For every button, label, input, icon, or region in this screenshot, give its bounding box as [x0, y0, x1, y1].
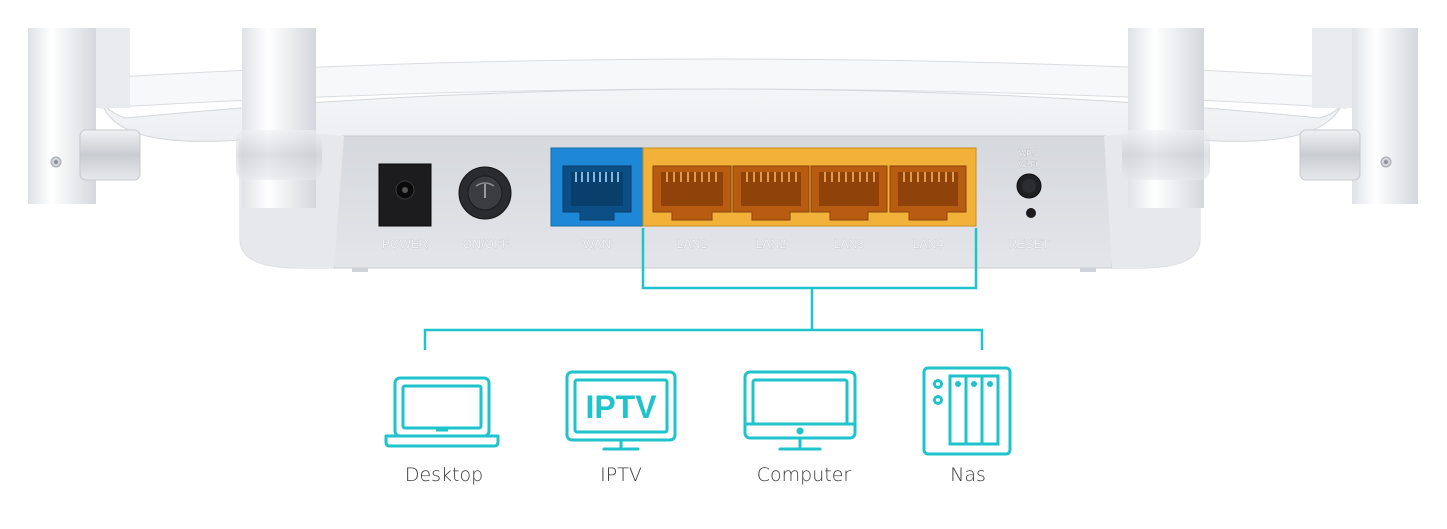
wifi-label: Wi-Fi — [1019, 160, 1038, 169]
reset-button — [1026, 208, 1036, 218]
device-label-desktop: Desktop — [404, 464, 484, 486]
antenna-right-outer — [1299, 28, 1418, 204]
iptv-screen-text: IPTV — [585, 389, 657, 425]
connector-lines — [423, 228, 984, 350]
power-label: POWER — [382, 237, 428, 251]
lan4-label: LAN4 — [913, 237, 944, 251]
wps-label: WPS — [1019, 149, 1037, 158]
lan-port-1 — [652, 165, 732, 221]
lan-port-2 — [732, 165, 810, 221]
device-label-computer: Computer — [756, 464, 852, 486]
wan-label: WAN — [583, 237, 611, 251]
device-label-nas: Nas — [950, 464, 986, 486]
antenna-left-outer — [28, 28, 141, 204]
on-off-label: ON/OFF — [463, 237, 510, 251]
lan3-label: LAN3 — [834, 237, 865, 251]
lan-port-4 — [889, 165, 967, 221]
lan2-label: LAN2 — [756, 237, 787, 251]
laptop-icon — [384, 376, 500, 448]
power-switch — [458, 166, 512, 220]
power-jack — [378, 163, 432, 227]
iptv-icon: IPTV — [565, 370, 677, 451]
antenna-right-inner — [1122, 28, 1210, 208]
nas-icon — [922, 366, 1012, 456]
device-label-iptv: IPTV — [600, 464, 642, 486]
wan-port — [550, 147, 644, 227]
reset-label: RESET — [1008, 237, 1049, 251]
wps-button — [1016, 173, 1042, 199]
lan1-label: LAN1 — [677, 237, 708, 251]
monitor-icon — [743, 370, 857, 451]
antenna-left-inner — [236, 28, 322, 208]
lan-port-3 — [810, 165, 888, 221]
